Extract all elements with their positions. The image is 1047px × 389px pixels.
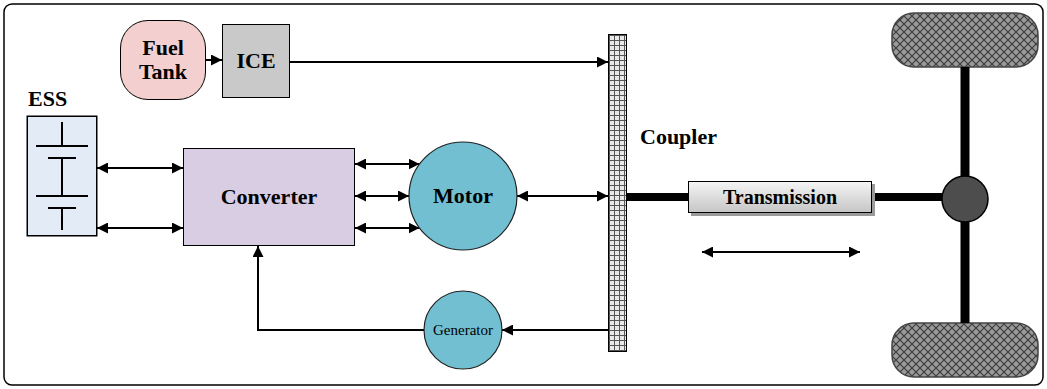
node-label: Transmission [723, 186, 837, 208]
wheel [892, 13, 1038, 67]
drive-shaft [627, 193, 688, 201]
power-flow-arrow [290, 61, 608, 63]
ess-box: ESS [27, 116, 97, 236]
differential-hub [942, 176, 988, 222]
node-label: Coupler [640, 125, 717, 149]
node-label: Generator [433, 322, 493, 339]
drive-shaft [872, 193, 945, 201]
transmission-box: Transmission [688, 181, 872, 213]
wheel [892, 323, 1038, 377]
power-flow-arrow [502, 329, 608, 331]
power-flow-arrow [355, 163, 420, 165]
node-label: ICE [236, 49, 275, 73]
node-label: Motor [433, 184, 493, 208]
power-flow-arrow [97, 167, 183, 169]
power-flow-arrow [258, 246, 424, 330]
coupler-bar: Coupler [608, 34, 627, 352]
power-flow-arrow [206, 59, 222, 61]
battery-symbol [36, 122, 88, 230]
power-flow-arrow [355, 227, 420, 229]
ess-box-fill [27, 116, 97, 236]
outer-frame [4, 4, 1043, 385]
bidirectional-arrow [702, 251, 860, 253]
power-flow-arrow [355, 195, 409, 197]
node-label: Converter [221, 185, 318, 209]
motor-circle: Motor [408, 141, 518, 251]
engine-box: ICE [222, 24, 290, 98]
node-label: ESS [28, 87, 67, 111]
power-flow-arrow [97, 227, 183, 229]
power-flow-arrow [517, 195, 608, 197]
node-label: Fuel Tank [132, 36, 194, 84]
fuel-tank-box: Fuel Tank [120, 20, 206, 100]
generator-circle: Generator [423, 290, 503, 370]
converter-box: Converter [183, 148, 355, 246]
